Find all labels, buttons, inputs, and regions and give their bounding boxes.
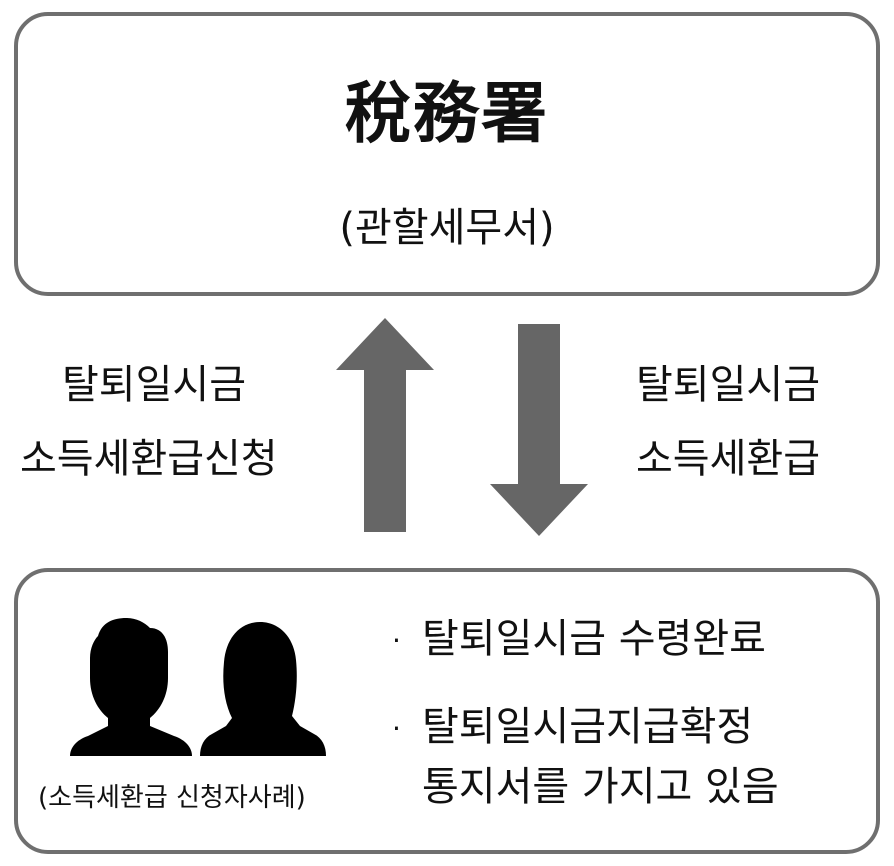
request-label-line1: 탈퇴일시금 [62, 362, 246, 408]
bullet-text-1: 탈퇴일시금 수령완료 [422, 616, 766, 662]
bullet-marker: · [392, 624, 401, 657]
bullet-marker: · [392, 712, 401, 745]
bullet-item-2-continued: 통지서를 가지고 있음 [422, 764, 779, 810]
applicants-silhouettes [70, 618, 326, 756]
bullet-text-2: 탈퇴일시금지급확정 [422, 704, 754, 750]
woman-silhouette-icon [200, 622, 326, 756]
bullet-item-2: · 탈퇴일시금지급확정 [392, 702, 753, 754]
refund-label-line1: 탈퇴일시금 [636, 362, 820, 408]
man-silhouette-icon [70, 618, 192, 756]
applicant-box [14, 568, 880, 854]
refund-label-line2: 소득세환급 [636, 436, 820, 482]
office-subtitle: (관할세무서) [339, 205, 555, 251]
bullet-item-1: · 탈퇴일시금 수령완료 [392, 614, 766, 666]
office-title: 稅務署 [345, 75, 549, 152]
up-arrow-icon [336, 318, 434, 532]
request-label-line2: 소득세환급신청 [20, 436, 278, 482]
down-arrow-icon [490, 324, 588, 536]
tax-office-box: 稅務署 (관할세무서) [14, 12, 880, 296]
applicant-caption: (소득세환급 신청자사례) [38, 783, 306, 813]
